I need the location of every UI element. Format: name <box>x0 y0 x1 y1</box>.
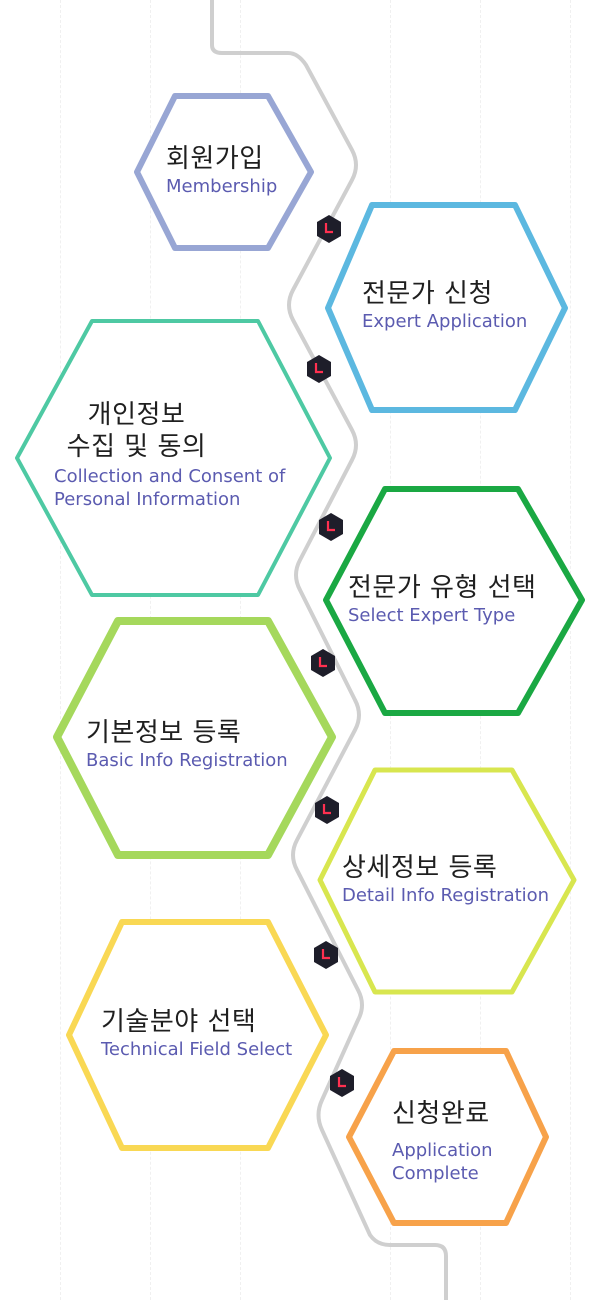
clock-arrow-icon <box>319 513 343 541</box>
step-5-hexagon <box>53 617 336 859</box>
step-7-hexagon <box>66 919 329 1151</box>
flow-path <box>210 0 448 1300</box>
step-3-hexagon <box>15 319 332 597</box>
step-6-hexagon <box>317 767 577 995</box>
clock-arrow-icon <box>307 355 331 383</box>
clock-arrow-icon <box>314 941 338 969</box>
clock-arrow-icon <box>330 1069 354 1097</box>
step-8-hexagon <box>346 1048 549 1226</box>
clock-arrow-icon <box>317 215 341 243</box>
step-4-hexagon <box>323 486 585 716</box>
background-stripe <box>570 0 571 1300</box>
step-2-hexagon <box>325 202 568 413</box>
clock-arrow-icon <box>315 796 339 824</box>
clock-arrow-icon <box>311 649 335 677</box>
step-1-hexagon <box>134 93 314 251</box>
background-stripe <box>60 0 61 1300</box>
